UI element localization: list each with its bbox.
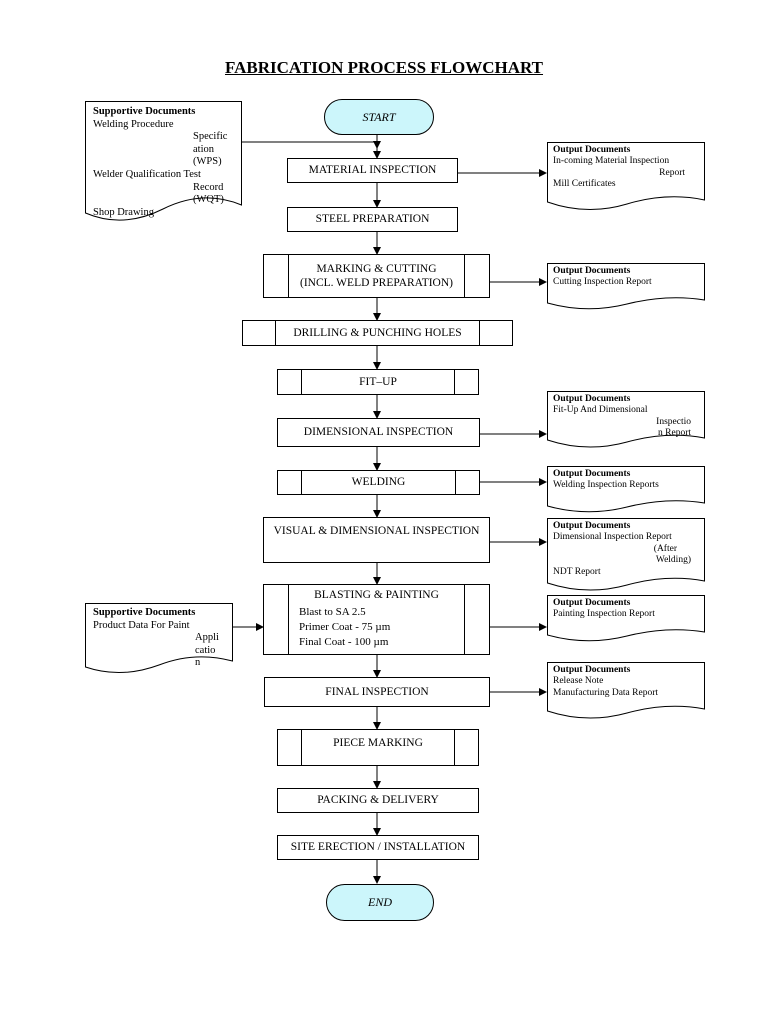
step-visual-dimensional-inspection: VISUAL & DIMENSIONAL INSPECTION bbox=[263, 517, 490, 563]
output-documents-painting: Output Documents Painting Inspection Rep… bbox=[547, 595, 705, 642]
output-documents-final: Output Documents Release Note Manufactur… bbox=[547, 662, 705, 719]
start-terminal: START bbox=[324, 99, 434, 135]
step-drilling-punching: DRILLING & PUNCHING HOLES bbox=[242, 320, 513, 346]
step-marking-cutting: MARKING & CUTTING(INCL. WELD PREPARATION… bbox=[263, 254, 490, 298]
output-documents-welding: Output Documents Welding Inspection Repo… bbox=[547, 466, 705, 513]
step-dimensional-inspection: DIMENSIONAL INSPECTION bbox=[277, 418, 480, 447]
output-documents-cutting: Output Documents Cutting Inspection Repo… bbox=[547, 263, 705, 310]
step-final-inspection: FINAL INSPECTION bbox=[264, 677, 490, 707]
step-piece-marking: PIECE MARKING bbox=[277, 729, 479, 766]
step-fit-up: FIT–UP bbox=[277, 369, 479, 395]
step-site-erection: SITE ERECTION / INSTALLATION bbox=[277, 835, 479, 860]
page-title: FABRICATION PROCESS FLOWCHART bbox=[224, 58, 544, 77]
supportive-documents-welding: Supportive Documents Welding Procedure S… bbox=[85, 101, 242, 221]
output-documents-fitup: Output Documents Fit-Up And Dimensional … bbox=[547, 391, 705, 448]
end-terminal: END bbox=[326, 884, 434, 921]
step-blasting-painting: BLASTING & PAINTING Blast to SA 2.5 Prim… bbox=[263, 584, 490, 655]
output-documents-visual: Output Documents Dimensional Inspection … bbox=[547, 518, 705, 592]
output-documents-material: Output Documents In-coming Material Insp… bbox=[547, 142, 705, 210]
step-packing-delivery: PACKING & DELIVERY bbox=[277, 788, 479, 813]
step-welding: WELDING bbox=[277, 470, 480, 495]
step-steel-preparation: STEEL PREPARATION bbox=[287, 207, 458, 232]
supportive-documents-paint: Supportive Documents Product Data For Pa… bbox=[85, 603, 233, 674]
step-material-inspection: MATERIAL INSPECTION bbox=[287, 158, 458, 183]
